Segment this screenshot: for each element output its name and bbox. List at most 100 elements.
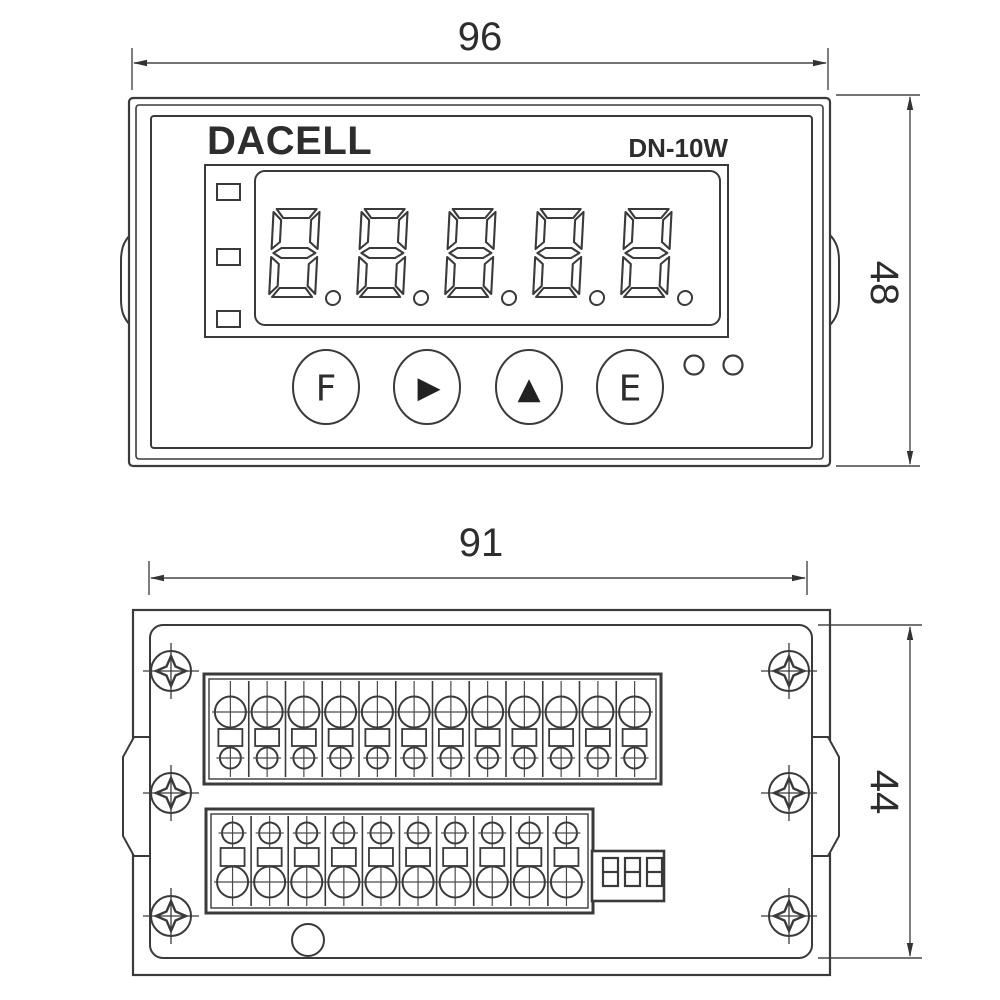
terminal[interactable] [541, 681, 578, 777]
terminal-screw-icon [581, 695, 615, 729]
left-mounting-tab [122, 736, 150, 857]
function-button-label: F [316, 369, 337, 410]
terminal[interactable] [472, 816, 509, 906]
phillips-screw-icon [141, 763, 201, 823]
brand-logo: DACELL [207, 119, 372, 163]
phillips-screw-icon [141, 641, 201, 701]
indicator-leds [683, 354, 744, 376]
terminal[interactable] [547, 816, 583, 906]
terminal-screw-icon [401, 865, 435, 899]
enter-button-label: E [619, 369, 642, 410]
terminal-tab [401, 728, 428, 747]
terminal[interactable] [435, 816, 472, 906]
terminal-screw-icon [324, 695, 358, 729]
front-height-dimension: 48 [836, 94, 920, 467]
front-view: 96 48 DACELL DN-10W [120, 15, 920, 468]
terminal-tab [437, 728, 464, 747]
terminal[interactable] [509, 816, 546, 906]
terminal-tab [364, 728, 391, 747]
terminal[interactable] [287, 816, 324, 906]
terminal-tab [511, 728, 538, 747]
terminal[interactable] [394, 681, 431, 777]
terminal-tab [584, 728, 611, 747]
terminal-screw-icon [549, 865, 583, 899]
front-buttons: F ▶ ▲ E [292, 349, 744, 425]
terminal-screw-icon [327, 865, 361, 899]
terminal[interactable] [361, 816, 398, 906]
phillips-screw-icon [759, 763, 819, 823]
terminal[interactable] [398, 816, 435, 906]
rear-width-dimension: 91 [148, 521, 808, 595]
display-window [254, 170, 721, 326]
terminal-screw-icon [290, 865, 324, 899]
terminal-tab [479, 847, 506, 867]
terminal-tab [327, 728, 354, 747]
rear-case [122, 608, 840, 977]
terminal-block-frame-inner [210, 813, 589, 909]
rear-view: 91 44 [122, 521, 922, 977]
dip-switch-positions [601, 856, 664, 888]
terminal-screw-icon [512, 865, 546, 899]
terminal[interactable] [468, 681, 505, 777]
bezel-outer [127, 96, 832, 468]
front-width-label: 96 [458, 15, 503, 59]
terminal-tab [548, 728, 575, 747]
terminal-screw-icon [507, 695, 541, 729]
terminal[interactable] [216, 816, 250, 906]
terminal[interactable] [213, 681, 247, 777]
right-mounting-tab [828, 233, 840, 327]
terminal-tab [217, 728, 244, 747]
bezel-rim [135, 104, 824, 460]
terminal[interactable] [615, 681, 652, 777]
right-arrow-icon: ▶ [417, 371, 440, 406]
indicator-led [722, 354, 744, 376]
terminal-screw-icon [287, 695, 321, 729]
terminal-tab [219, 847, 246, 867]
terminal-screw-icon [253, 865, 287, 899]
phillips-screw-icon [759, 641, 819, 701]
rear-height-dimension: 44 [818, 624, 922, 959]
shift-right-button[interactable]: ▶ [393, 349, 461, 425]
phillips-screw-icon [759, 886, 819, 946]
seven-segment-digits [268, 207, 694, 306]
terminal[interactable] [247, 681, 284, 777]
terminal-screw-icon [471, 695, 505, 729]
terminal[interactable] [431, 681, 468, 777]
decimal-point [589, 290, 606, 306]
function-button[interactable]: F [292, 349, 360, 425]
lower-terminal-block [204, 807, 595, 915]
enter-button[interactable]: E [596, 349, 664, 425]
upper-terminal-columns [212, 681, 653, 777]
terminal-screw-icon [434, 695, 468, 729]
decimal-point [413, 290, 430, 306]
terminal[interactable] [284, 681, 321, 777]
dip-switch[interactable] [590, 849, 666, 903]
decimal-point [325, 290, 342, 306]
terminal[interactable] [578, 681, 615, 777]
rear-width-label: 91 [459, 521, 504, 565]
phillips-screw-icon [141, 886, 201, 946]
terminal[interactable] [250, 816, 287, 906]
status-led [216, 310, 241, 328]
terminal-screw-icon [250, 695, 284, 729]
terminal[interactable] [505, 681, 541, 777]
terminal-tab [256, 847, 283, 867]
terminal-screw-icon [438, 865, 472, 899]
terminal[interactable] [321, 681, 358, 777]
case-hole [291, 923, 325, 957]
front-face [150, 115, 813, 449]
right-mounting-tab [812, 736, 840, 857]
terminal-tab [553, 847, 580, 867]
display-digit [356, 207, 430, 306]
increment-button[interactable]: ▲ [495, 349, 563, 425]
terminal-screw-icon [618, 695, 652, 729]
model-number: DN-10W [628, 133, 728, 163]
display-bezel [204, 164, 729, 338]
lower-terminal-columns [214, 816, 585, 906]
terminal-screw-icon [397, 695, 431, 729]
terminal-tab [474, 728, 501, 747]
terminal[interactable] [324, 816, 361, 906]
terminal[interactable] [358, 681, 394, 777]
terminal-tab [442, 847, 469, 867]
